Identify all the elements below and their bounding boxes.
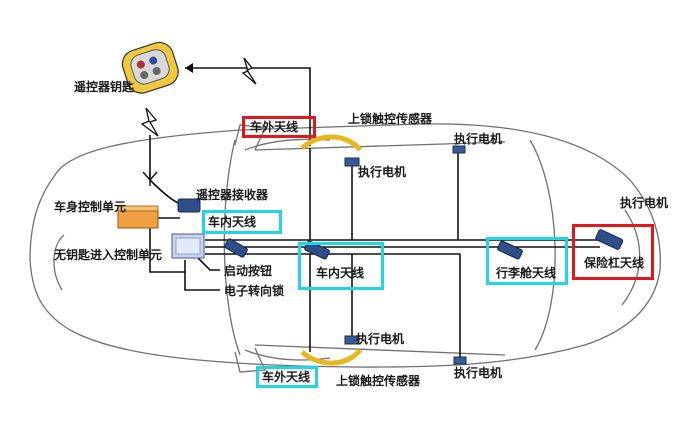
antenna-module-start (224, 238, 248, 258)
wire-fob-link (185, 67, 311, 146)
keyless-ecu-icon (171, 233, 205, 259)
label-actuator-right: 执行电机 (620, 196, 669, 210)
actuator-bottom-right (453, 356, 467, 365)
door-handle-top (300, 134, 362, 152)
highlight-outer-antenna-top (242, 116, 316, 138)
label-key-fob: 遥控器钥匙 (74, 80, 135, 94)
label-steering-lock: 电子转向锁 (224, 284, 285, 298)
wire-start-button (194, 254, 220, 271)
antenna-module-bumper (595, 229, 624, 250)
label-inner-antenna-1: 车内天线 (208, 215, 257, 229)
label-actuator-mid-top: 执行电机 (358, 165, 407, 179)
label-bcm: 车身控制单元 (54, 200, 127, 214)
antenna-symbol (142, 171, 158, 186)
door-handle-bottom (300, 348, 362, 366)
lightning-icon-top (241, 57, 257, 85)
label-actuator-mid-bottom: 执行电机 (356, 332, 405, 346)
door-handles (300, 134, 362, 366)
highlight-trunk-antenna (486, 237, 568, 285)
highlight-bumper-antenna (572, 224, 654, 280)
key-fob-icon (121, 41, 179, 94)
actuator-bottom (344, 335, 360, 345)
car-outline (29, 123, 661, 373)
actuator-top (344, 157, 360, 167)
label-lock-sensor-top: 上锁触控传感器 (348, 112, 433, 126)
side-mirror-bottom (234, 347, 266, 373)
signal-bolts (140, 57, 257, 137)
mirror-curve-bottom (244, 349, 331, 361)
rear-bumper-line (621, 209, 641, 306)
lightning-icon-fob (140, 107, 159, 137)
antenna-modules (224, 229, 624, 260)
roof-line (254, 141, 506, 356)
label-bumper-antenna: 保险杠天线 (584, 256, 645, 270)
label-actuator-bottom-right: 执行电机 (454, 366, 503, 380)
actuator-top-right (452, 145, 466, 154)
side-mirror-top (234, 124, 266, 151)
label-keyless-ecu: 无钥匙进入控制单元 (54, 248, 163, 262)
antenna-module-trunk (497, 240, 523, 260)
car-body-outline (29, 123, 661, 368)
rear-window-line (529, 139, 556, 351)
highlight-outer-antenna-bottom (256, 366, 318, 388)
highlight-inner-antenna-1 (202, 210, 282, 234)
receiver-module-icon (177, 198, 201, 213)
arrow-icon (185, 63, 193, 73)
bcm-module-icon (117, 205, 159, 229)
label-outer-antenna-top: 车外天线 (250, 120, 299, 134)
label-receiver: 遥控器接收器 (196, 188, 269, 202)
label-actuator-top-right: 执行电机 (454, 132, 503, 146)
wire-steering-lock (184, 260, 220, 291)
label-inner-antenna-2: 车内天线 (316, 266, 365, 280)
windshield-line (223, 139, 241, 356)
label-trunk-antenna: 行李舱天线 (496, 266, 557, 280)
highlight-inner-antenna-2 (298, 242, 384, 290)
label-lock-sensor-bottom: 上锁触控传感器 (336, 374, 421, 388)
front-grille (53, 234, 65, 291)
wire-bcm (149, 225, 185, 273)
actuators (344, 145, 467, 365)
label-outer-antenna-bottom: 车外天线 (262, 370, 311, 384)
label-start-button: 启动按钮 (224, 264, 273, 278)
